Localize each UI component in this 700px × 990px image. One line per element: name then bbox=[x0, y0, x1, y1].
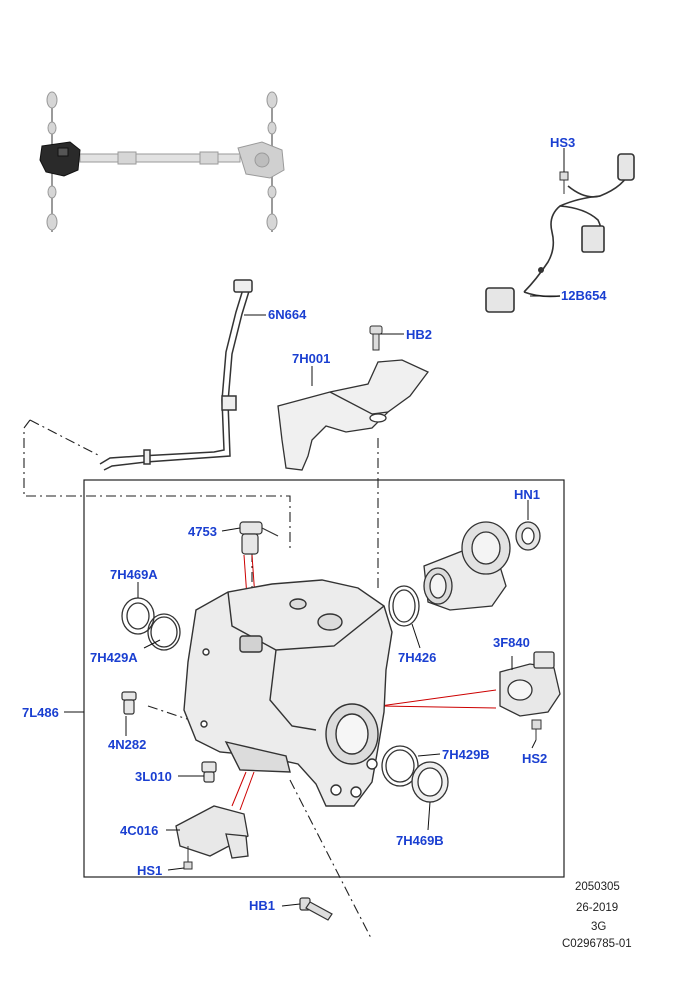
callout-7h429a[interactable]: 7H429A bbox=[90, 650, 138, 665]
callout-3f840[interactable]: 3F840 bbox=[493, 635, 530, 650]
bolt-hs2 bbox=[531, 719, 542, 740]
callout-hs1[interactable]: HS1 bbox=[137, 863, 163, 878]
callout-7h001[interactable]: 7H001 bbox=[292, 351, 331, 366]
heat-shield bbox=[277, 359, 430, 471]
callout-hb2[interactable]: HB2 bbox=[406, 327, 433, 342]
callout-7h469b[interactable]: 7H469B bbox=[396, 833, 444, 848]
callout-7h429b[interactable]: 7H429B bbox=[442, 747, 490, 762]
callout-7l486[interactable]: 7L486 bbox=[22, 705, 59, 720]
drivetrain-overview-icon bbox=[39, 91, 285, 232]
reference-code: 3G bbox=[591, 921, 607, 933]
illustration-id: C0296785-01 bbox=[562, 938, 632, 950]
bolt-hb1 bbox=[299, 897, 333, 921]
o-ring-7h426 bbox=[388, 585, 420, 627]
bolt-hb2 bbox=[369, 325, 383, 351]
callout-hb1[interactable]: HB1 bbox=[249, 898, 276, 913]
actuator-3f840 bbox=[499, 651, 561, 717]
callout-hn1[interactable]: HN1 bbox=[514, 487, 541, 502]
reference-number: 2050305 bbox=[575, 881, 620, 893]
sensor-4753 bbox=[239, 521, 279, 555]
callout-leaders bbox=[64, 148, 565, 907]
wiring-harness bbox=[485, 153, 635, 313]
bolt-hs3 bbox=[559, 171, 569, 194]
callout-7h469a[interactable]: 7H469A bbox=[110, 567, 158, 582]
output-flange-shaft bbox=[423, 521, 511, 611]
callout-6n664[interactable]: 6N664 bbox=[268, 307, 307, 322]
plug-4n282 bbox=[121, 691, 137, 715]
o-ring-7h429b bbox=[381, 745, 419, 787]
callout-4n282[interactable]: 4N282 bbox=[108, 737, 147, 752]
callout-3l010[interactable]: 3L010 bbox=[135, 769, 172, 784]
callout-7h426[interactable]: 7H426 bbox=[398, 650, 437, 665]
seal-hn1 bbox=[515, 521, 541, 551]
breather-pipe bbox=[99, 279, 253, 471]
seal-rings bbox=[121, 585, 449, 803]
o-ring-7h429a bbox=[147, 613, 181, 651]
callout-hs3[interactable]: HS3 bbox=[550, 135, 576, 150]
callout-4c016[interactable]: 4C016 bbox=[120, 823, 159, 838]
module-4c016 bbox=[175, 805, 249, 859]
bolt-hs1 bbox=[183, 846, 193, 870]
callout-hs2[interactable]: HS2 bbox=[522, 751, 548, 766]
callout-4753[interactable]: 4753 bbox=[188, 524, 217, 539]
plug-3l010 bbox=[201, 761, 217, 783]
reference-date: 26-2019 bbox=[576, 902, 619, 914]
callout-12b654[interactable]: 12B654 bbox=[561, 288, 607, 303]
assembly-frame bbox=[83, 479, 565, 878]
transfer-case-housing bbox=[183, 579, 393, 807]
